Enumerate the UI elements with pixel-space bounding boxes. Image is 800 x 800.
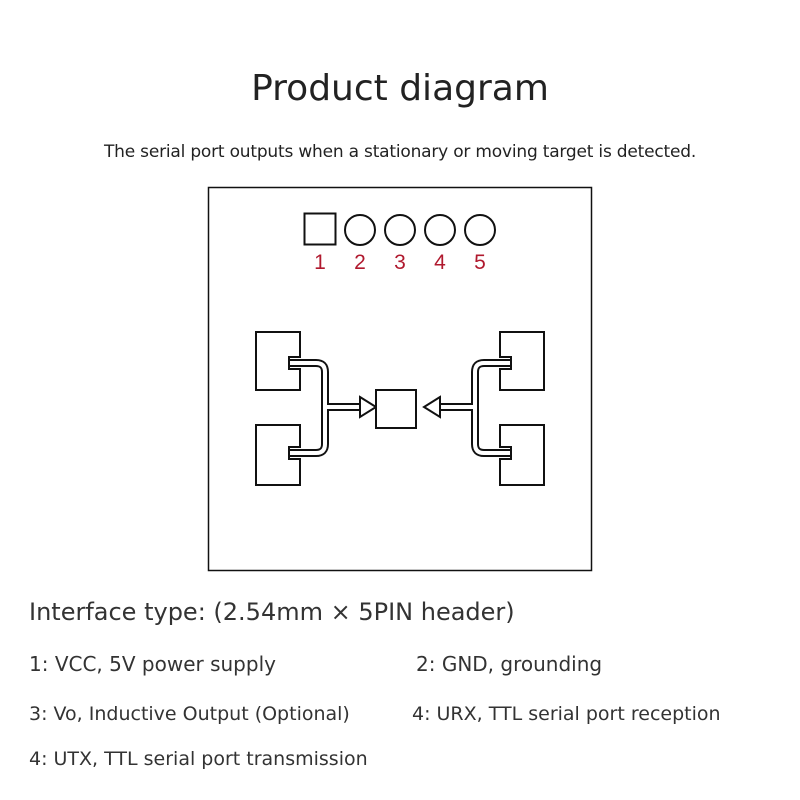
patch-antenna <box>255 331 301 391</box>
pin-desc-2: 2: GND, grounding <box>416 652 603 676</box>
interface-heading: Interface type: (2.54mm × 5PIN header) <box>29 598 515 626</box>
page-subtitle: The serial port outputs when a stationar… <box>103 142 697 162</box>
patch-antenna <box>255 424 301 486</box>
pin-number-3: 3 <box>394 251 406 274</box>
pin-3-circle <box>384 214 416 246</box>
pin-desc-4: 4: URX, TTL serial port reception <box>412 703 721 725</box>
pin-number-4: 4 <box>434 251 446 274</box>
pin-number-5: 5 <box>474 251 486 274</box>
arrow-icon <box>359 395 378 419</box>
pin-number-2: 2 <box>354 251 366 274</box>
pin-number-1: 1 <box>314 251 326 274</box>
antenna-array-left <box>255 331 378 486</box>
antenna-array-right <box>424 332 544 485</box>
page-title: Product diagram <box>251 68 549 109</box>
pin-4-circle <box>424 214 456 246</box>
board-outline <box>207 186 593 572</box>
pin-desc-3: 3: Vo, Inductive Output (Optional) <box>29 703 350 725</box>
chip-box <box>375 389 417 429</box>
pin-desc-5: 4: UTX, TTL serial port transmission <box>29 748 368 770</box>
pin-desc-1: 1: VCC, 5V power supply <box>29 652 276 676</box>
pin-2-circle <box>344 214 376 246</box>
feed-line-inner <box>290 361 362 455</box>
pin-5-circle <box>464 214 496 246</box>
pin-1-square <box>303 212 337 246</box>
